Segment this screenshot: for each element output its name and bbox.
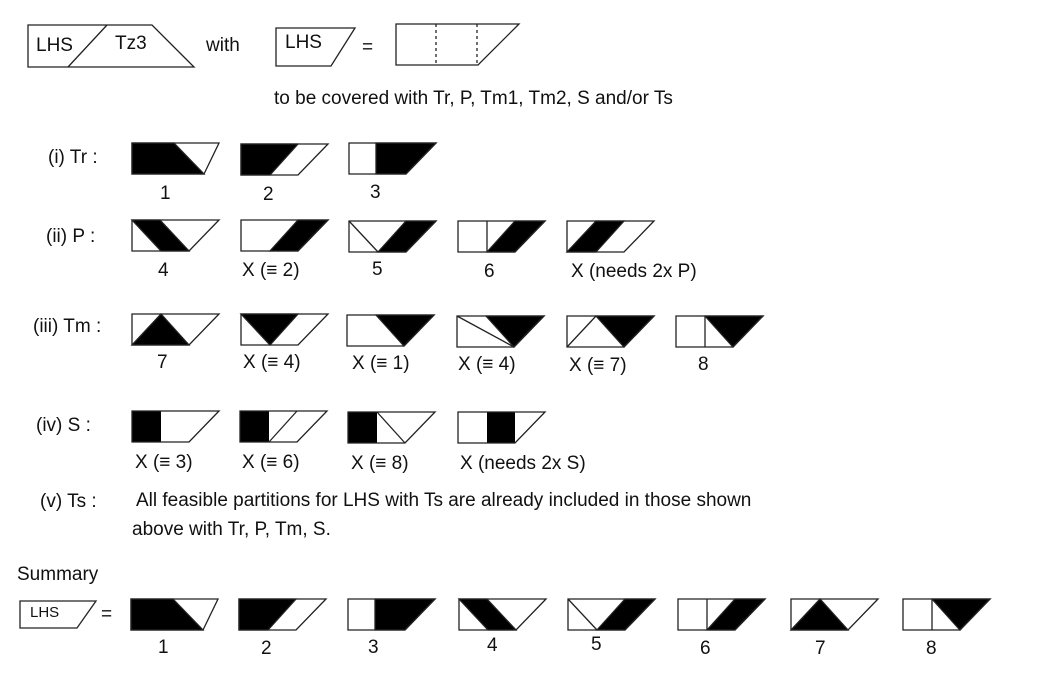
p-label-x-needs-2p: X (needs 2x P) [571,261,697,282]
summary-label-7: 7 [815,638,826,659]
tr-label-2: 2 [263,184,274,205]
summary-partition-3 [347,598,437,631]
tz3-label: Tz3 [115,33,147,54]
tm-partition-8 [675,315,765,348]
p-partition-x-needs-2p [565,220,656,253]
lhs-tz3-outline [27,24,196,68]
summary-label-5: 5 [591,634,602,655]
summary-equals-sign: = [101,604,113,625]
summary-label-3: 3 [368,637,379,658]
tr-partition-3 [348,142,438,175]
ts-note-line1: All feasible partitions for LHS with Ts … [136,490,752,511]
equals-sign: = [362,37,374,58]
s-label-x-equiv-8: X (≡ 8) [351,453,409,474]
summary-lhs-label: LHS [30,604,60,621]
tm-partition-x-equiv-4 [239,313,330,346]
tm-partition-x-equiv-4b [456,315,546,348]
tm-partition-x-equiv-1 [346,314,436,347]
summary-partition-7 [789,598,880,631]
tr-partition-1 [131,142,221,175]
section-label-p: (ii) P : [46,226,96,247]
section-label-ts: (v) Ts : [40,491,97,512]
tm-label-x-equiv-1: X (≡ 1) [352,353,410,374]
summary-partition-1 [130,598,220,631]
summary-partition-4 [457,598,548,631]
p-partition-x-equiv-2 [240,219,330,252]
tr-partition-2 [240,143,330,176]
section-label-tr: (i) Tr : [48,147,98,168]
summary-partition-2 [238,598,328,631]
tm-label-7: 7 [157,352,168,373]
s-label-x-equiv-3: X (≡ 3) [135,452,193,473]
lhs-trapezoid-thirds [395,23,521,66]
cover-instruction: to be covered with Tr, P, Tm1, Tm2, S an… [274,88,673,109]
s-partition-x-equiv-8 [347,411,437,444]
summary-label-6: 6 [700,638,711,659]
tm-label-x-equiv-7: X (≡ 7) [569,355,627,376]
summary-label-8: 8 [926,638,937,659]
summary-label-4: 4 [487,635,498,656]
s-partition-x-equiv-6 [239,410,329,443]
s-partition-x-equiv-3 [131,410,221,443]
tr-label-3: 3 [370,182,381,203]
tm-partition-x-equiv-7 [566,315,656,348]
p-label-6: 6 [484,261,495,282]
tm-label-x-equiv-4b: X (≡ 4) [458,354,516,375]
p-label-5: 5 [372,259,383,280]
section-label-tm: (iii) Tm : [33,316,102,337]
summary-partition-6 [677,598,767,631]
with-word: with [206,35,240,56]
s-label-x-equiv-6: X (≡ 6) [242,452,300,473]
ts-note-line2: above with Tr, P, Tm, S. [132,519,331,540]
p-partition-4 [130,219,221,252]
summary-title: Summary [17,564,99,585]
summary-lhs-shape [19,600,98,629]
s-label-x-needs-2s: X (needs 2x S) [460,453,586,474]
s-partition-x-needs-2s [457,411,547,444]
p-label-4: 4 [158,260,169,281]
p-partition-5 [348,220,438,253]
tm-label-8: 8 [698,354,709,375]
tm-label-x-equiv-4: X (≡ 4) [243,352,301,373]
lhs-shape [275,27,357,67]
lhs-label-2: LHS [285,32,322,53]
p-label-x-equiv-2: X (≡ 2) [242,260,300,281]
lhs-label: LHS [36,35,73,56]
section-label-s: (iv) S : [36,415,91,436]
summary-partition-8 [902,598,992,631]
summary-partition-5 [567,598,657,631]
tm-partition-7 [130,313,221,346]
summary-label-1: 1 [158,637,169,658]
tr-label-1: 1 [160,183,171,204]
p-partition-6 [457,220,547,253]
summary-label-2: 2 [261,638,272,659]
